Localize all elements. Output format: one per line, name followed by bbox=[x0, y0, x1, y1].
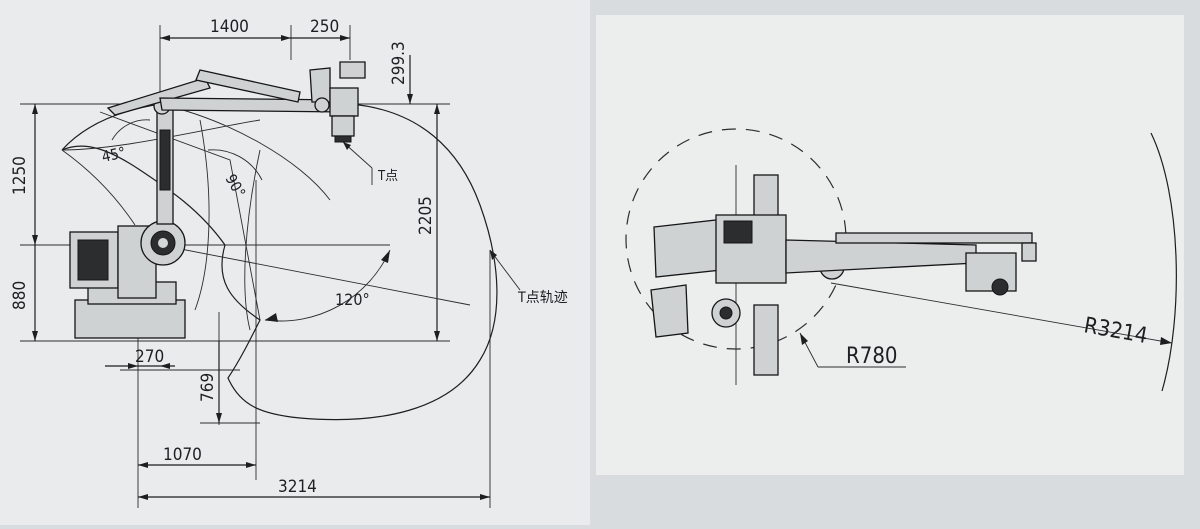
envelope-inner-line bbox=[244, 149, 261, 331]
arrowhead bbox=[381, 250, 390, 263]
arrowhead bbox=[343, 142, 351, 150]
t-point-label: T点 bbox=[377, 169, 398, 184]
dim-769: 769 bbox=[198, 373, 218, 402]
arrowhead bbox=[281, 35, 291, 41]
wrist-link bbox=[339, 61, 366, 79]
t-trajectory-label: T点轨迹 bbox=[517, 290, 568, 306]
guard-frame-bottom bbox=[753, 304, 779, 376]
angle-arc-90 bbox=[207, 149, 263, 181]
motor-detail bbox=[77, 239, 109, 281]
angle-90-label: 90° bbox=[222, 171, 250, 201]
top-view-panel: R780 R3214 bbox=[596, 15, 1184, 475]
arrowhead bbox=[434, 104, 440, 114]
dim-3214: 3214 bbox=[278, 477, 317, 497]
base-housing-detail bbox=[723, 220, 753, 244]
dim-1250: 1250 bbox=[10, 156, 30, 195]
arrowhead bbox=[407, 94, 413, 104]
upper-link bbox=[106, 77, 211, 116]
outer-radius-label: R3214 bbox=[1082, 313, 1149, 349]
arrowhead bbox=[32, 104, 38, 114]
outer-reach-arc bbox=[1150, 132, 1177, 392]
side-view-drawing: 1400 250 299.3 1250 880 2205 270 769 107… bbox=[10, 17, 568, 508]
top-arm-main bbox=[785, 239, 977, 274]
arrowhead bbox=[265, 313, 278, 322]
arrowhead bbox=[128, 363, 138, 369]
parallel-link bbox=[195, 69, 301, 103]
angle-120-label: 120° bbox=[335, 290, 370, 309]
arrowhead bbox=[160, 35, 170, 41]
arrowhead bbox=[160, 363, 170, 369]
arrowhead bbox=[32, 235, 38, 245]
dim-1070: 1070 bbox=[163, 445, 202, 465]
top-view-drawing: R780 R3214 bbox=[625, 128, 1177, 392]
arrowhead bbox=[490, 250, 497, 260]
shoulder-bore bbox=[158, 238, 168, 248]
counterweight bbox=[650, 284, 689, 338]
outer-radius-leader bbox=[830, 282, 1173, 344]
arrowhead bbox=[138, 462, 148, 468]
arrowhead bbox=[32, 331, 38, 341]
arrowhead bbox=[1160, 337, 1172, 345]
wrist-joint bbox=[314, 97, 330, 113]
link-bracket bbox=[309, 67, 331, 103]
inner-radius-label: R780 bbox=[846, 344, 898, 369]
dim-880: 880 bbox=[10, 281, 30, 310]
top-arm-link bbox=[835, 232, 1033, 244]
angle-ray bbox=[159, 244, 471, 306]
side-motor-hub bbox=[719, 306, 733, 320]
arrowhead bbox=[216, 413, 222, 423]
wrist-motor bbox=[329, 87, 359, 117]
angle-45-label: 45° bbox=[100, 143, 127, 166]
t-point-trajectory bbox=[61, 103, 498, 421]
angle-arc-120 bbox=[264, 249, 391, 322]
top-arm-end bbox=[1021, 242, 1037, 262]
dim-1400: 1400 bbox=[210, 17, 249, 37]
envelope-inner-line bbox=[159, 103, 331, 201]
arrowhead bbox=[340, 35, 350, 41]
vertical-arm-detail bbox=[159, 129, 171, 191]
side-view-panel: 1400 250 299.3 1250 880 2205 270 769 107… bbox=[0, 0, 590, 525]
dim-250: 250 bbox=[310, 17, 339, 37]
robot-base-plate bbox=[74, 299, 186, 339]
arrowhead bbox=[138, 494, 148, 500]
dim-2205: 2205 bbox=[416, 196, 436, 235]
envelope-inner-line bbox=[61, 149, 136, 226]
dim-270: 270 bbox=[135, 347, 164, 367]
dim-299-3: 299.3 bbox=[389, 41, 409, 85]
flange-block bbox=[331, 115, 355, 137]
arrowhead bbox=[246, 462, 256, 468]
envelope-inner-line bbox=[99, 111, 261, 321]
top-wrist-flange bbox=[991, 278, 1009, 296]
envelope-inner-line bbox=[194, 119, 210, 311]
top-wrist-block bbox=[965, 252, 1017, 292]
angle-arc-45 bbox=[111, 119, 151, 141]
arrowhead bbox=[800, 333, 808, 345]
arrowhead bbox=[480, 494, 490, 500]
base-motor bbox=[653, 219, 722, 278]
tool-flange bbox=[334, 135, 352, 143]
arrowhead bbox=[434, 331, 440, 341]
